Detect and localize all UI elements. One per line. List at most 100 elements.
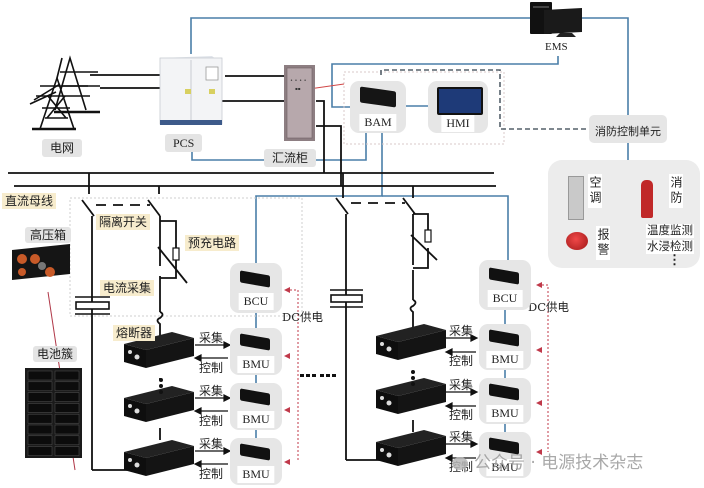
air-conditioner-icon — [568, 176, 584, 220]
pcs-label: PCS — [165, 134, 203, 152]
bmu-label-2-3: BMU — [486, 459, 524, 476]
bcu-label-1: BCU — [238, 293, 274, 310]
collect-control-arrows-1 — [193, 341, 232, 468]
touchscreen-icon — [437, 87, 483, 115]
bmu-card-1-2[interactable]: BMU — [230, 383, 282, 430]
collect-label-1-1: 采集 — [199, 331, 224, 345]
battery-module-icon — [124, 332, 194, 368]
hv-box-label: 高压箱 — [25, 227, 72, 243]
bmu-card-2-1[interactable]: BMU — [479, 324, 531, 370]
combiner-label: 汇流柜 — [264, 149, 317, 167]
alarm-light-icon — [566, 232, 588, 250]
combiner-cabinet-icon: • • • • ▪▪ — [284, 65, 315, 141]
hmi-card[interactable]: HMI — [428, 81, 488, 133]
comm-ems-fire — [582, 17, 629, 115]
water-detect-label: 水浸检测 — [646, 239, 694, 254]
ems-label: EMS — [545, 41, 568, 53]
comm-lines — [190, 17, 629, 438]
bcu-device-icon — [489, 267, 519, 285]
battery-cluster-label: 电池簇 — [33, 346, 78, 362]
rack-module — [54, 392, 80, 402]
more-devices-ellipsis: ⋮ — [668, 253, 681, 268]
horizontal-ellipsis — [300, 374, 336, 377]
controller-box-icon — [360, 86, 396, 108]
battery-rack-icon — [25, 368, 82, 458]
collect-label-1-3: 采集 — [199, 437, 224, 451]
bcu-label-2: BCU — [487, 290, 523, 307]
bmu-card-1-3[interactable]: BMU — [230, 438, 282, 485]
rack-module — [54, 370, 80, 381]
control-label-2-2: 控制 — [449, 408, 474, 422]
bmu-label-2-1: BMU — [486, 351, 524, 368]
rack-module — [27, 424, 53, 435]
dc-supply-2 — [542, 284, 549, 452]
bam-card[interactable]: BAM — [350, 81, 406, 133]
rack-module — [54, 403, 80, 413]
svg-text:▪▪: ▪▪ — [295, 86, 301, 91]
bmu-card-2-3[interactable]: BMU — [479, 432, 531, 478]
hmi-label: HMI — [441, 115, 475, 132]
power-lines — [8, 74, 496, 471]
rack-module — [27, 446, 53, 456]
grid-label: 电网 — [42, 139, 83, 157]
current-sampling-label: 电流采集 — [100, 280, 155, 296]
dc-supply-1 — [290, 289, 299, 462]
wechat-icon — [452, 456, 468, 470]
bcu-device-icon — [240, 270, 270, 288]
fire-devices-panel: 空调 消防 报警 温度监测 水浸检测 ⋮ — [548, 160, 700, 268]
bmu-device-icon — [240, 443, 270, 461]
bmu-label-1-1: BMU — [237, 356, 275, 373]
battery-module-icon — [124, 386, 194, 422]
precharge-loop-2b — [413, 248, 429, 269]
bcu-card-2[interactable]: BCU — [479, 260, 531, 310]
precharge-resistor-2 — [424, 229, 432, 243]
control-label-1-2: 控制 — [199, 414, 224, 428]
fuse-label: 熔断器 — [113, 325, 156, 341]
isolation-switch-label: 隔离开关 — [96, 214, 151, 230]
iso-switch-links — [96, 202, 405, 206]
dc-supply-label-1: DC供电 — [282, 310, 324, 324]
comm-pcs-ems — [190, 17, 530, 54]
fire-control-unit[interactable]: 消防控制单元 — [589, 115, 667, 143]
current-sensor-1 — [75, 296, 110, 315]
combiner-bus-a — [316, 100, 325, 173]
bmu-label-2-2: BMU — [486, 405, 524, 422]
rack-module — [54, 446, 80, 456]
bmu-label-1-3: BMU — [237, 466, 275, 483]
collect-label-1-2: 采集 — [199, 384, 224, 398]
precharge-switch-1 — [157, 246, 188, 284]
watermark: 公众号 · 电源技术杂志 — [452, 448, 643, 473]
rack-module — [27, 435, 53, 446]
iso-switch-blade-2a — [335, 197, 349, 215]
inverter-cabinet-icon — [159, 56, 223, 125]
battery-modules — [124, 324, 446, 476]
iso-switch-blade-2b — [402, 197, 416, 215]
fuse-2 — [409, 299, 417, 335]
precharge-switch-2 — [410, 234, 438, 261]
rack-module — [27, 370, 53, 381]
collect-label-2-1: 采集 — [449, 324, 474, 338]
control-label-1-3: 控制 — [199, 467, 224, 481]
control-label-1-1: 控制 — [199, 361, 224, 375]
aircon-label: 空调 — [588, 174, 602, 208]
bam-hmi-frame — [343, 71, 505, 145]
comm-bam-clusters — [255, 128, 383, 265]
bmu-card-2-2[interactable]: BMU — [479, 378, 531, 424]
fuse-1 — [156, 311, 164, 345]
battery-module-icon — [376, 324, 446, 360]
iso-switch-blade-1a — [81, 199, 95, 217]
current-sensor-2 — [330, 289, 363, 308]
bmu-card-1-1[interactable]: BMU — [230, 328, 282, 375]
transmission-tower-icon — [29, 55, 100, 131]
rack-module — [27, 403, 53, 413]
rack-module — [54, 381, 80, 392]
comm-ems-bam — [331, 56, 559, 108]
comm-bam-cluster2 — [382, 195, 509, 262]
temp-monitor-label: 温度监测 — [646, 223, 694, 238]
battery-module-icon — [124, 440, 194, 476]
dc-supply-label-2: DC供电 — [528, 300, 570, 314]
bcu-card-1[interactable]: BCU — [230, 263, 282, 313]
collect-control-arrows-2 — [444, 334, 479, 462]
bmu-device-icon — [240, 388, 270, 406]
